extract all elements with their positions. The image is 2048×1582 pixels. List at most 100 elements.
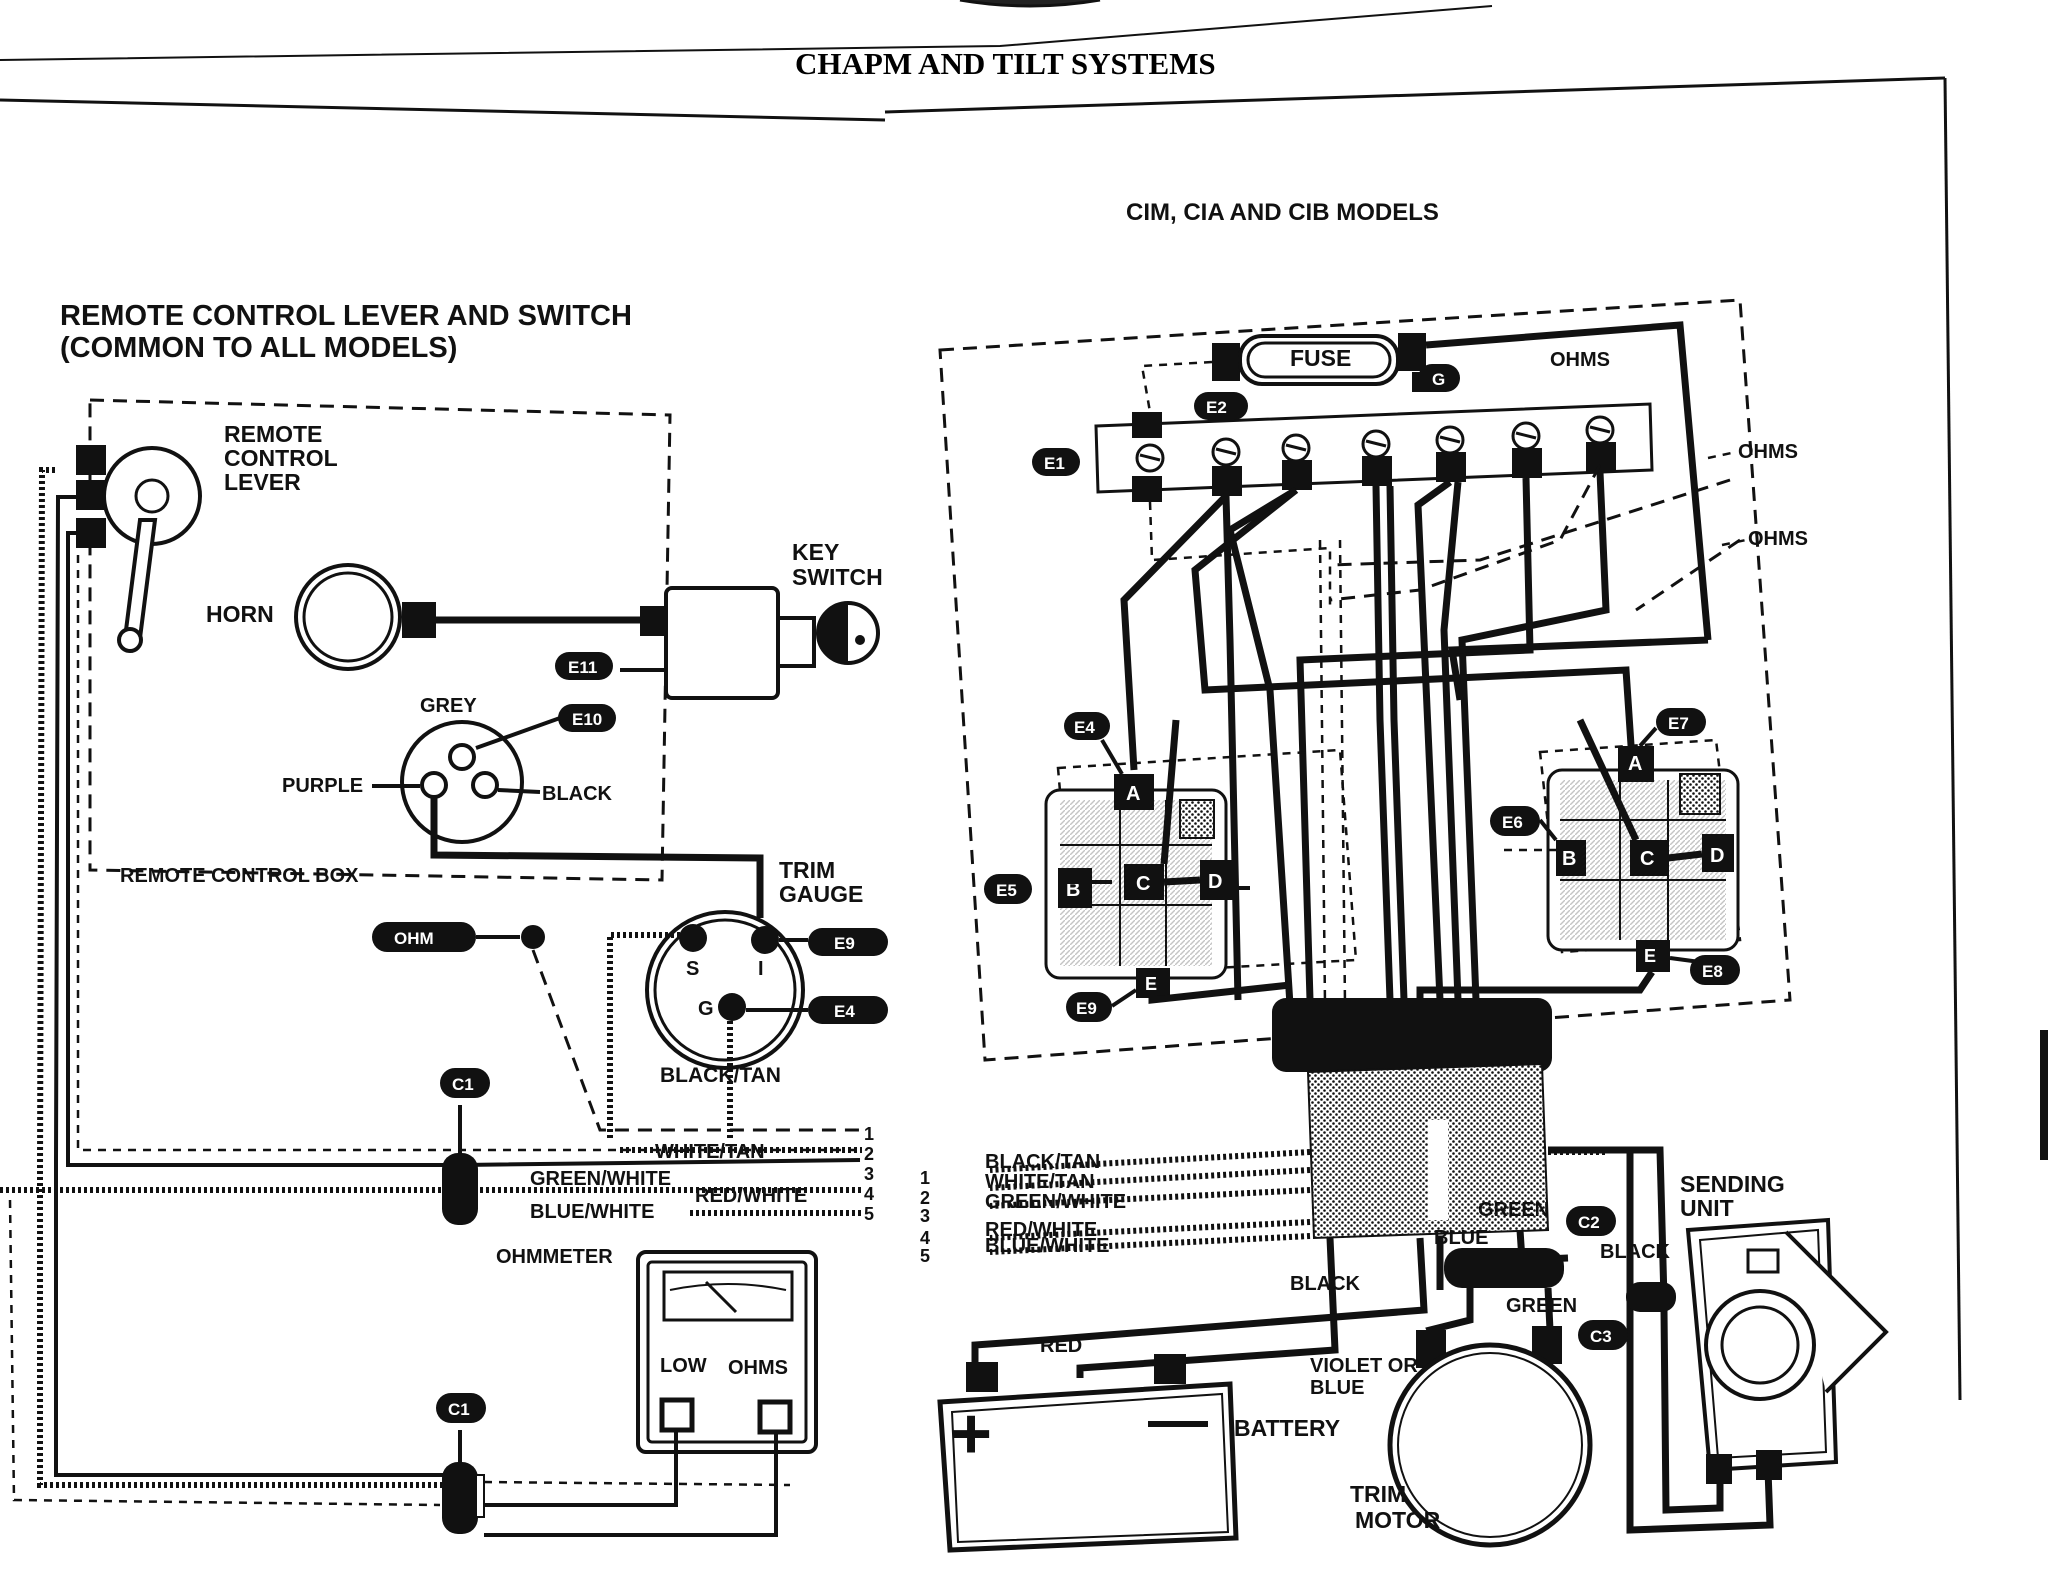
sending-unit bbox=[1685, 1217, 1889, 1484]
fuse-return-wire bbox=[1447, 636, 1709, 701]
svg-text:OHM: OHM bbox=[394, 929, 434, 948]
harness-wire-num-2: 2 bbox=[920, 1188, 930, 1208]
tag-ohm: OHM bbox=[372, 922, 476, 952]
ohms-dashed-wire-1 bbox=[1329, 464, 1602, 602]
gauge-terminal-s: S bbox=[686, 958, 699, 980]
horn-label: HORN bbox=[206, 601, 274, 627]
trim-gauge bbox=[645, 910, 805, 1070]
terminal3-down-wire bbox=[1225, 487, 1298, 1006]
ohms-mid2-label: OHMS bbox=[1748, 528, 1808, 550]
gauge-terminal-g: G bbox=[698, 998, 714, 1020]
right-relay-terminal-d: D bbox=[1710, 845, 1724, 867]
left-wire-num-2: 2 bbox=[864, 1144, 874, 1164]
svg-text:E9: E9 bbox=[1076, 999, 1097, 1018]
tag-e6: E6 bbox=[1490, 806, 1540, 836]
e4-right-leader bbox=[1100, 738, 1124, 776]
black-leader bbox=[497, 788, 541, 794]
terminal6-wire bbox=[1296, 477, 1534, 1001]
ohmmeter bbox=[636, 1250, 818, 1454]
c3-connector bbox=[1626, 1282, 1676, 1312]
harness-grommet bbox=[1272, 998, 1552, 1072]
c1-bottom-connector bbox=[442, 1462, 478, 1534]
ohms-dashed-wire-2 bbox=[1329, 478, 1731, 567]
right-panel: CIM, CIA AND CIB MODELS FUSE OHMS bbox=[920, 199, 1889, 1553]
e7-leader bbox=[1638, 726, 1658, 748]
battery-plus: + bbox=[950, 1394, 992, 1474]
ohmmeter-lead-low bbox=[484, 1432, 678, 1507]
terminal7-wire bbox=[1458, 471, 1610, 1001]
fuse-power-wire bbox=[1425, 321, 1712, 641]
lever-wire-4 bbox=[76, 540, 862, 1152]
key-switch bbox=[640, 586, 880, 700]
tag-e11: E11 bbox=[555, 652, 613, 680]
white-tan-label-left: WHITE/TAN bbox=[655, 1141, 765, 1163]
harness-black-tan-label: BLACK/TAN bbox=[985, 1151, 1100, 1173]
battery bbox=[937, 1354, 1239, 1553]
trim-motor-label-2: MOTOR bbox=[1355, 1507, 1441, 1533]
harness-white-tan-label: WHITE/TAN bbox=[985, 1171, 1095, 1193]
tag-e10: E10 bbox=[558, 704, 616, 732]
sending-unit-label-1: SENDING bbox=[1680, 1171, 1785, 1197]
sending-unit-label-2: UNIT bbox=[1680, 1195, 1734, 1221]
remote-control-lever-label-3: LEVER bbox=[224, 469, 301, 495]
left-relay-terminal-b: B bbox=[1066, 879, 1080, 901]
ohmmeter-label: OHMMETER bbox=[496, 1246, 613, 1268]
gauge-terminal-i: I bbox=[758, 958, 764, 980]
ohmmeter-lead-ohms bbox=[484, 1434, 778, 1537]
terminal3-wire bbox=[1191, 487, 1636, 761]
blue-white-label-left: BLUE/WHITE bbox=[530, 1201, 654, 1223]
e2-wire bbox=[1222, 495, 1242, 1001]
tag-e7: E7 bbox=[1656, 708, 1706, 736]
harness-wire-num-3: 3 bbox=[920, 1206, 930, 1226]
right-panel-title: CIM, CIA AND CIB MODELS bbox=[1126, 199, 1439, 226]
terminal-strip bbox=[1094, 372, 1654, 502]
red-battery-wire bbox=[971, 1237, 1428, 1370]
black-battery-wire bbox=[1076, 1237, 1339, 1378]
svg-text:C1: C1 bbox=[452, 1075, 474, 1094]
ohmmeter-low-label: LOW bbox=[660, 1355, 707, 1377]
right-relay-terminal-b: B bbox=[1562, 848, 1576, 870]
g-wire-a bbox=[1414, 479, 1453, 1001]
tag-e1: E1 bbox=[1032, 448, 1080, 476]
svg-text:E4: E4 bbox=[1074, 718, 1095, 737]
svg-text:E2: E2 bbox=[1206, 398, 1227, 417]
tag-e2: E2 bbox=[1194, 392, 1248, 420]
page-rule-left bbox=[0, 98, 886, 122]
remote-control-lever bbox=[76, 445, 202, 653]
ohms-top-label: OHMS bbox=[1550, 349, 1610, 371]
trim-gauge-label-2: GAUGE bbox=[779, 881, 863, 907]
key-switch-label-2: SWITCH bbox=[792, 564, 883, 590]
purple-to-gauge-wire bbox=[430, 798, 764, 918]
pin-purple-label: PURPLE bbox=[282, 775, 363, 797]
ohms-mid1-leader bbox=[1707, 450, 1737, 460]
page-rule-top bbox=[0, 5, 1493, 61]
black-tan-label-left: BLACK/TAN bbox=[660, 1064, 781, 1087]
remote-control-lever-label-1: REMOTE bbox=[224, 421, 322, 447]
pin-black-label: BLACK bbox=[542, 783, 613, 805]
left-relay-terminal-e: E bbox=[1145, 974, 1157, 994]
tag-e4-left: E4 bbox=[808, 996, 888, 1024]
svg-text:E9: E9 bbox=[834, 934, 855, 953]
harness-green-white-label: GREEN/WHITE bbox=[985, 1191, 1126, 1213]
tag-g: G bbox=[1418, 364, 1460, 392]
fuse-label: FUSE bbox=[1290, 345, 1351, 371]
sending-unit-lead bbox=[1660, 1309, 1724, 1514]
ohm-probe-point bbox=[521, 925, 545, 949]
control-module-outline bbox=[938, 298, 1792, 1062]
left-relay-terminal-d: D bbox=[1208, 871, 1222, 893]
svg-text:E5: E5 bbox=[996, 881, 1017, 900]
c2-to-motor-wire-a bbox=[1425, 1288, 1474, 1337]
module-dashed-wire-2 bbox=[1318, 539, 1327, 1006]
relay-c-left-wire bbox=[1160, 719, 1180, 865]
green-white-label-left: GREEN/WHITE bbox=[530, 1168, 671, 1190]
harness-red-white-label: RED/WHITE bbox=[985, 1219, 1097, 1241]
svg-text:E7: E7 bbox=[1668, 714, 1689, 733]
c2-to-motor-wire-b bbox=[1544, 1287, 1554, 1331]
violet-or-label-2: BLUE bbox=[1310, 1377, 1364, 1399]
e2-to-relay-a-wire bbox=[1120, 493, 1229, 771]
c1-top-connector bbox=[442, 1153, 478, 1225]
ohms-mid2-leader bbox=[1721, 538, 1747, 547]
harness-wire-num-5: 5 bbox=[920, 1246, 930, 1266]
wire-green-2: GREEN bbox=[1506, 1295, 1577, 1317]
